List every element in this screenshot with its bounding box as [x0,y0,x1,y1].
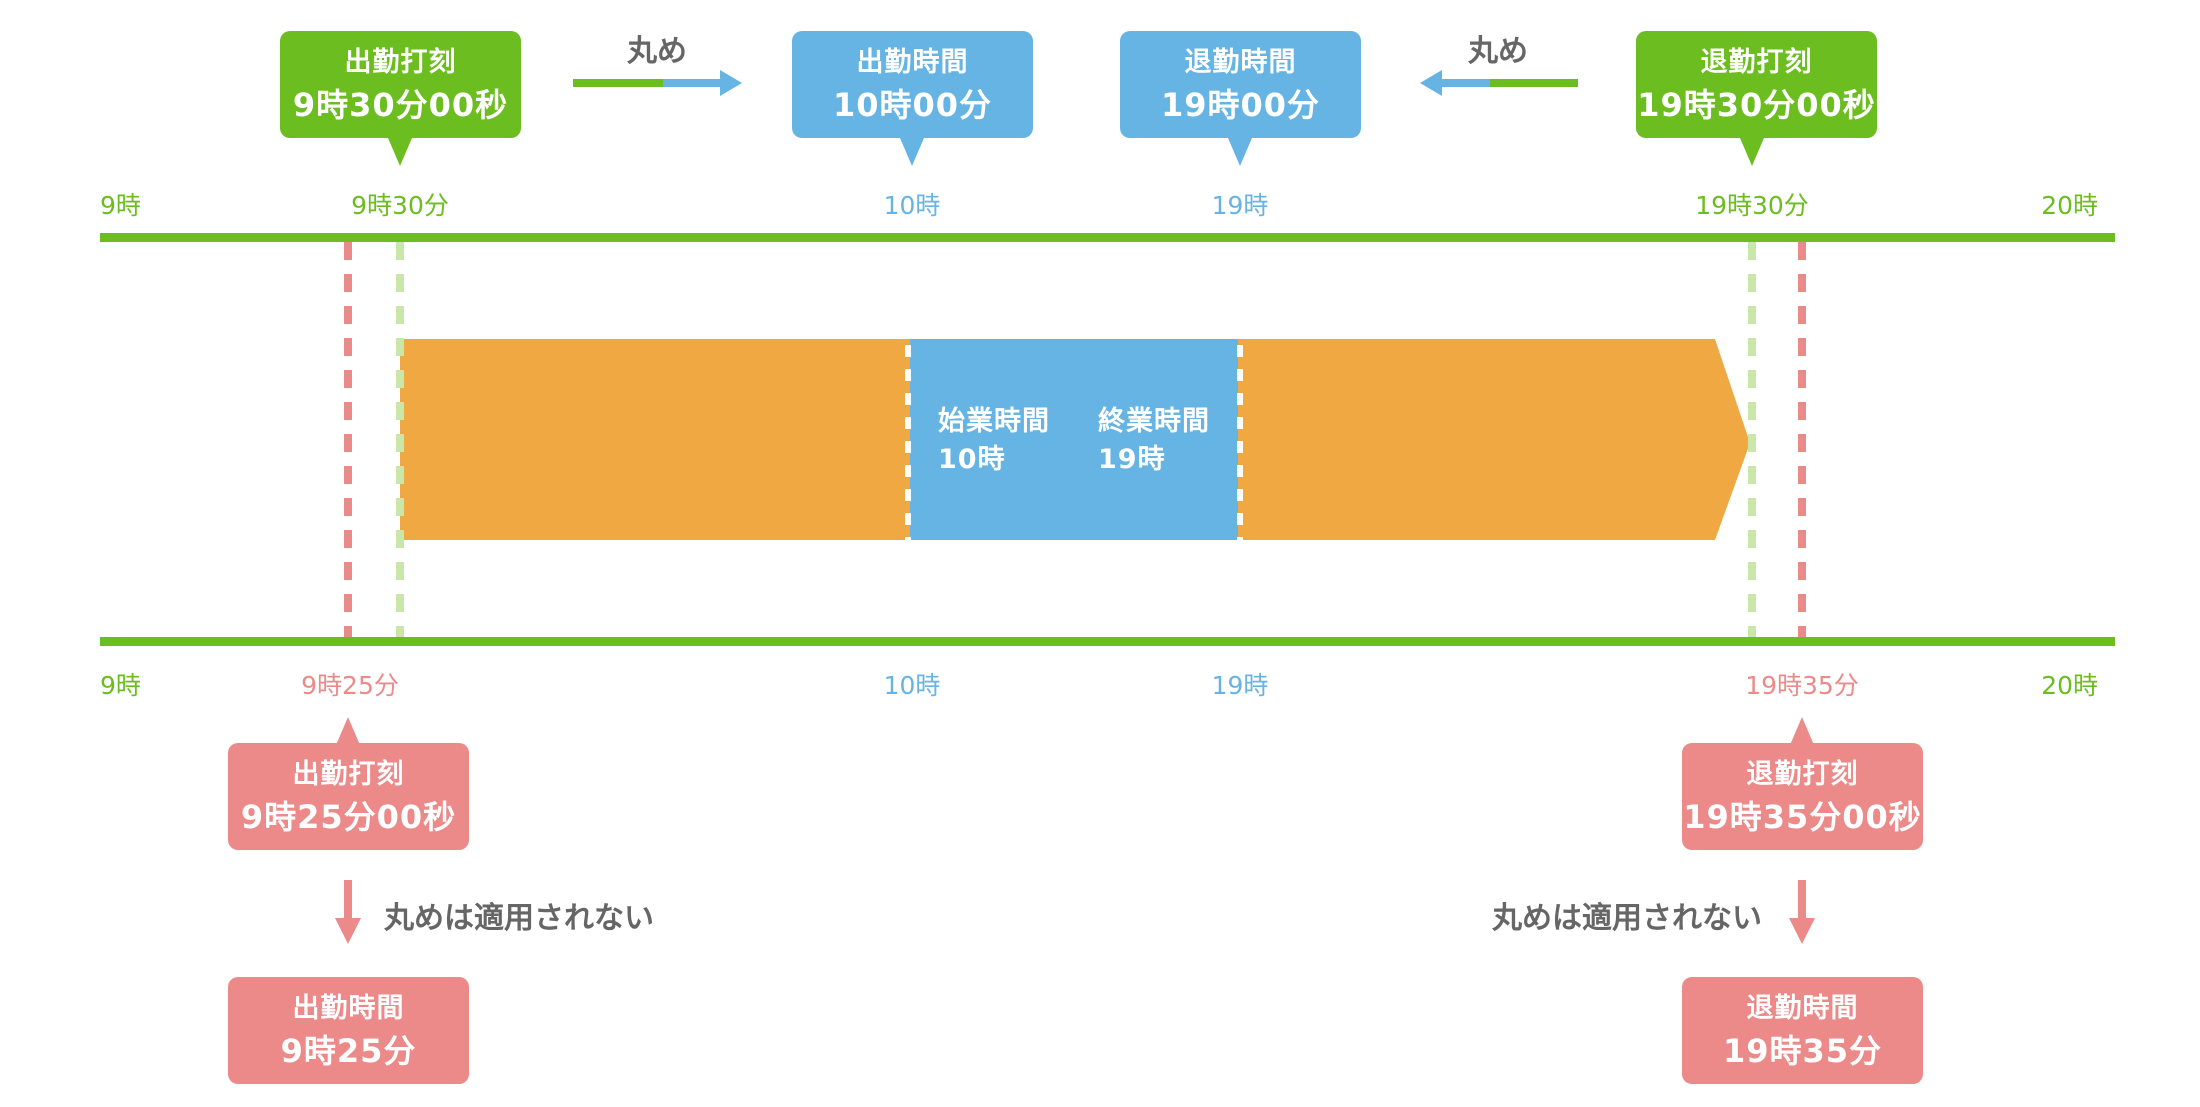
right-stamp-title: 退勤打刻 [1746,758,1859,790]
top-tick-9: 9時 [100,191,141,220]
pointer-right-stamp [1790,717,1814,745]
clock-in-time-value: 10時00分 [832,85,993,124]
left-no-round-note: 丸めは適用されない [384,901,654,936]
round-label-right: 丸め [1468,34,1528,69]
work-end-title: 終業時間 [1098,406,1210,437]
right-result-box: 退勤時間 19時35分 [1682,977,1923,1084]
bottom-tick-925: 9時25分 [301,671,399,700]
right-result-value: 19時35分 [1722,1031,1883,1070]
left-stamp-box: 出勤打刻 9時25分00秒 [228,743,469,850]
bottom-tick-10: 10時 [883,671,941,700]
left-result-box: 出勤時間 9時25分 [228,977,469,1084]
pointer-clock-in-stamp [388,138,412,166]
work-end-label: 終業時間 19時 [1098,403,1210,479]
right-result-title: 退勤時間 [1746,992,1859,1024]
clock-out-time-value: 19時00分 [1160,85,1321,124]
left-stamp-title: 出勤打刻 [292,758,405,790]
bottom-tick-9: 9時 [100,671,141,700]
top-tick-1930: 19時30分 [1695,191,1809,220]
clock-out-time-title: 退勤時間 [1184,46,1297,78]
right-no-round-note: 丸めは適用されない [1492,901,1762,936]
no-round-arrow-right [1789,880,1815,944]
left-result-title: 出勤時間 [292,992,405,1024]
clock-in-stamp-title: 出勤打刻 [344,46,457,78]
bottom-tick-1935: 19時35分 [1745,671,1859,700]
clock-in-time-box: 出勤時間 10時00分 [792,31,1033,138]
right-stamp-box: 退勤打刻 19時35分00秒 [1682,743,1923,850]
pointer-clock-out-stamp [1740,138,1764,166]
pointer-clock-out-time [1228,138,1252,166]
clock-out-stamp-title: 退勤打刻 [1700,46,1813,78]
bottom-timeline [100,637,2115,646]
bottom-tick-19: 19時 [1211,671,1269,700]
top-tick-10: 10時 [883,191,941,220]
clock-in-stamp-value: 9時30分00秒 [292,85,509,124]
bottom-tick-20: 20時 [2041,671,2098,700]
top-tick-19: 19時 [1211,191,1269,220]
top-tick-20: 20時 [2041,191,2098,220]
clock-in-time-title: 出勤時間 [856,46,969,78]
top-tick-930: 9時30分 [351,191,449,220]
pointer-left-stamp [336,717,360,745]
left-stamp-value: 9時25分00秒 [240,797,457,836]
work-start-label: 始業時間 10時 [938,403,1050,479]
work-start-value: 10時 [938,444,1006,475]
round-label-left: 丸め [627,34,687,69]
work-start-title: 始業時間 [938,406,1050,437]
right-stamp-value: 19時35分00秒 [1683,797,1922,836]
clock-out-stamp-box: 退勤打刻 19時30分00秒 [1636,31,1877,138]
scheduled-work-block [910,339,1238,540]
round-arrow-right [573,70,742,96]
top-timeline [100,233,2115,242]
pointer-clock-in-time [900,138,924,166]
clock-out-stamp-value: 19時30分00秒 [1637,85,1876,124]
clock-out-time-box: 退勤時間 19時00分 [1120,31,1361,138]
round-arrow-left [1420,70,1578,96]
clock-in-stamp-box: 出勤打刻 9時30分00秒 [280,31,521,138]
left-result-value: 9時25分 [280,1031,417,1070]
no-round-arrow-left [335,880,361,944]
work-end-value: 19時 [1098,444,1166,475]
